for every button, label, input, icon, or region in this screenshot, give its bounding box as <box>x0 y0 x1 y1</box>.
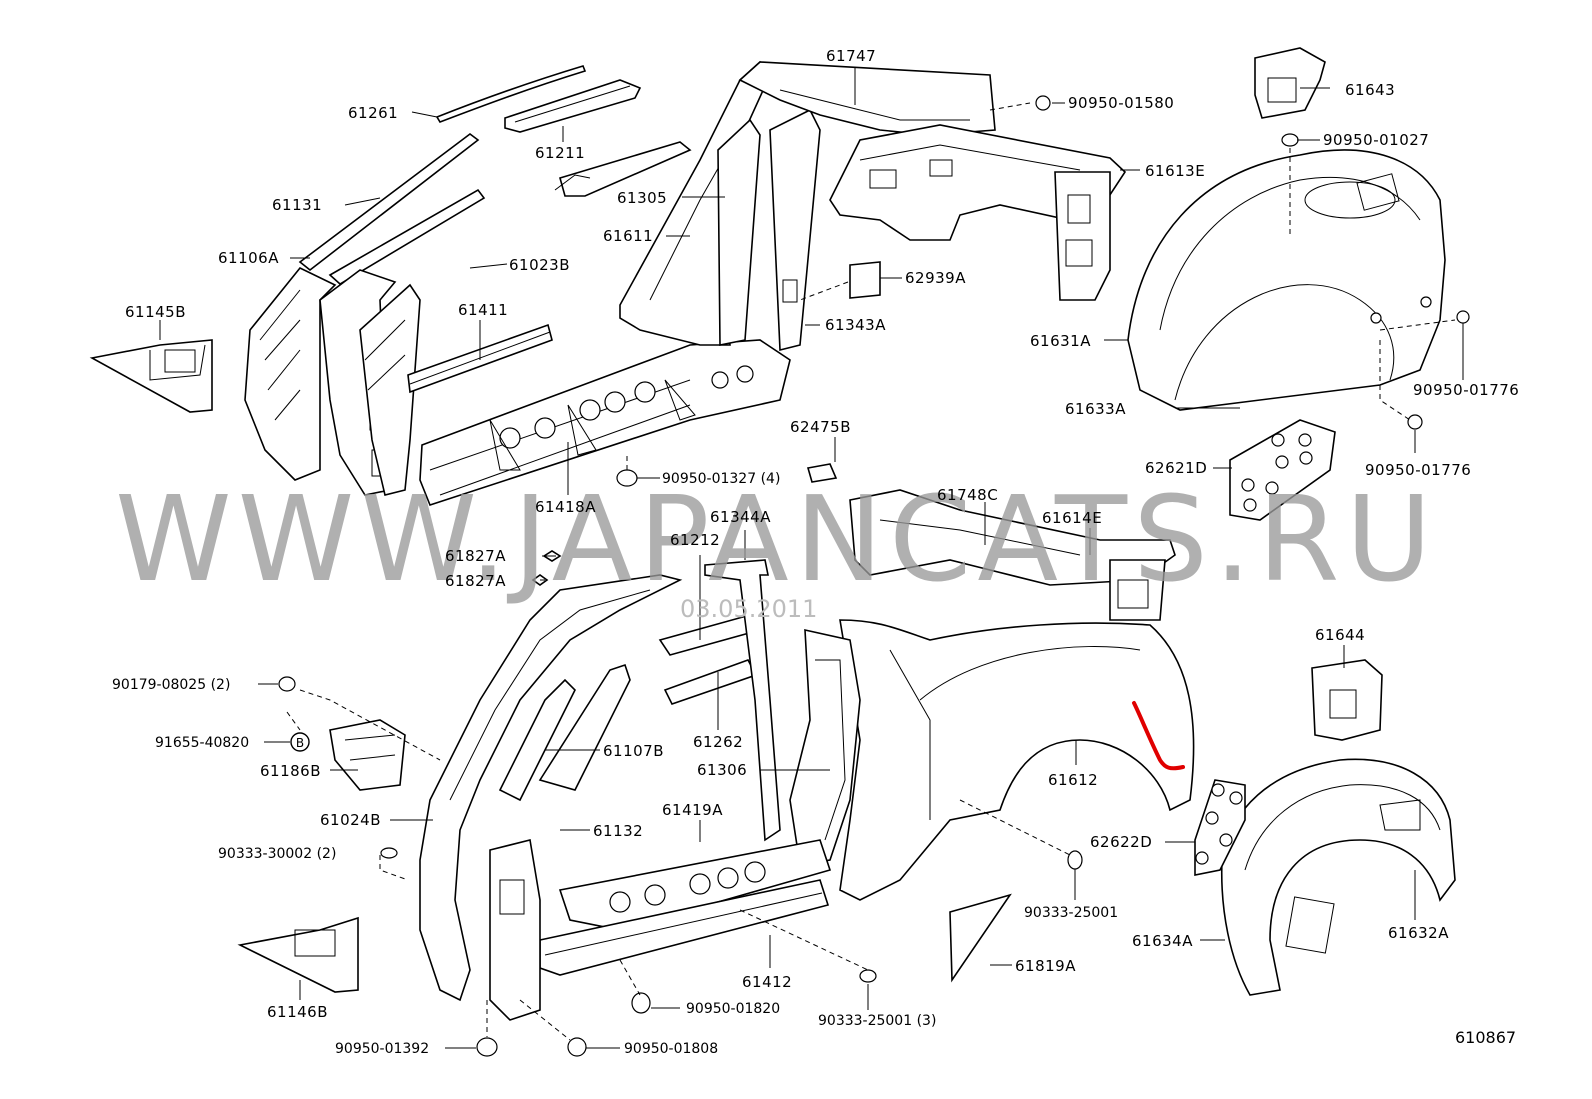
diagram-id: 610867 <box>1455 1028 1516 1047</box>
part-labels: 61261 61211 61747 90950-01580 61643 6113… <box>112 47 1519 1057</box>
label-62939a[interactable]: 62939A <box>905 269 966 287</box>
label-61262[interactable]: 61262 <box>693 733 743 751</box>
label-91655-40820[interactable]: 91655-40820 <box>155 735 249 751</box>
leader-lines <box>159 68 1464 1049</box>
label-90333-25001-rear[interactable]: 90333-25001 <box>1024 905 1118 921</box>
label-90179-08025[interactable]: 90179-08025 (2) <box>112 677 230 693</box>
label-61305[interactable]: 61305 <box>617 189 667 207</box>
clip-90950-01580 <box>1035 95 1051 111</box>
label-90950-01776-lower[interactable]: 90950-01776 <box>1365 461 1471 479</box>
label-61306[interactable]: 61306 <box>697 761 747 779</box>
watermark-text: WWW.JAPANCATS.RU <box>115 470 1438 608</box>
label-61644[interactable]: 61644 <box>1315 626 1365 644</box>
plug-90950-01027 <box>1281 133 1299 147</box>
body-side-outer-group <box>237 463 1195 1021</box>
label-61611[interactable]: 61611 <box>603 227 653 245</box>
plug-90333-25001-rear <box>1067 850 1083 870</box>
label-61643[interactable]: 61643 <box>1345 81 1395 99</box>
date-stamp: 03.05.2011 <box>680 595 817 623</box>
label-61106a[interactable]: 61106A <box>218 249 279 267</box>
label-62475b[interactable]: 62475B <box>790 418 851 436</box>
circle-b-marker: B <box>290 732 310 752</box>
label-90950-01327[interactable]: 90950-01327 (4) <box>662 471 780 487</box>
clip-90950-01776-upper <box>1456 310 1470 324</box>
clip-90950-01820 <box>631 992 651 1014</box>
wheel-house-inner-group <box>1127 47 1446 521</box>
label-61132[interactable]: 61132 <box>593 822 643 840</box>
label-61631a[interactable]: 61631A <box>1030 332 1091 350</box>
label-61261[interactable]: 61261 <box>348 104 398 122</box>
label-61212[interactable]: 61212 <box>670 531 720 549</box>
clip-90179-08025 <box>278 676 296 692</box>
label-90950-01580[interactable]: 90950-01580 <box>1068 94 1174 112</box>
label-61827a-upper[interactable]: 61827A <box>445 547 506 565</box>
label-61418a[interactable]: 61418A <box>535 498 596 516</box>
label-61747[interactable]: 61747 <box>826 47 876 65</box>
label-61343a[interactable]: 61343A <box>825 316 886 334</box>
red-highlight-mark <box>1132 701 1185 771</box>
label-90950-01808[interactable]: 90950-01808 <box>624 1041 718 1057</box>
label-61634a[interactable]: 61634A <box>1132 932 1193 950</box>
label-61612[interactable]: 61612 <box>1048 771 1098 789</box>
plug-90333-30002 <box>380 847 398 859</box>
label-61131[interactable]: 61131 <box>272 196 322 214</box>
clip-90950-01392 <box>476 1037 498 1057</box>
label-61633a[interactable]: 61633A <box>1065 400 1126 418</box>
clip-90950-01776-lower <box>1407 414 1423 430</box>
label-90950-01776-upper[interactable]: 90950-01776 <box>1413 381 1519 399</box>
clip-90950-01808 <box>567 1037 587 1057</box>
label-61145b[interactable]: 61145B <box>125 303 186 321</box>
label-61023b[interactable]: 61023B <box>509 256 570 274</box>
label-61412[interactable]: 61412 <box>742 973 792 991</box>
label-61107b[interactable]: 61107B <box>603 742 664 760</box>
label-90333-25001-rocker[interactable]: 90333-25001 (3) <box>818 1013 936 1029</box>
label-61146b[interactable]: 61146B <box>267 1003 328 1021</box>
label-61827a-lower[interactable]: 61827A <box>445 572 506 590</box>
label-61344a[interactable]: 61344A <box>710 508 771 526</box>
label-90333-30002[interactable]: 90333-30002 (2) <box>218 846 336 862</box>
label-90950-01027[interactable]: 90950-01027 <box>1323 131 1429 149</box>
roof-rail-group <box>89 60 1127 506</box>
label-90950-01392[interactable]: 90950-01392 <box>335 1041 429 1057</box>
label-61614e[interactable]: 61614E <box>1042 509 1102 527</box>
plug-90333-25001-rocker <box>859 969 877 983</box>
label-61632a[interactable]: 61632A <box>1388 924 1449 942</box>
label-61186b[interactable]: 61186B <box>260 762 321 780</box>
label-61819a[interactable]: 61819A <box>1015 957 1076 975</box>
label-61748c[interactable]: 61748C <box>937 486 998 504</box>
label-90950-01820[interactable]: 90950-01820 <box>686 1001 780 1017</box>
label-61419a[interactable]: 61419A <box>662 801 723 819</box>
wheel-house-outer-group <box>1194 659 1456 996</box>
label-61613e[interactable]: 61613E <box>1145 162 1205 180</box>
label-62621d[interactable]: 62621D <box>1145 459 1207 477</box>
label-62622d[interactable]: 62622D <box>1090 833 1152 851</box>
label-61024b[interactable]: 61024B <box>320 811 381 829</box>
label-61411[interactable]: 61411 <box>458 301 508 319</box>
label-61211[interactable]: 61211 <box>535 144 585 162</box>
circle-b-text: B <box>296 736 304 750</box>
